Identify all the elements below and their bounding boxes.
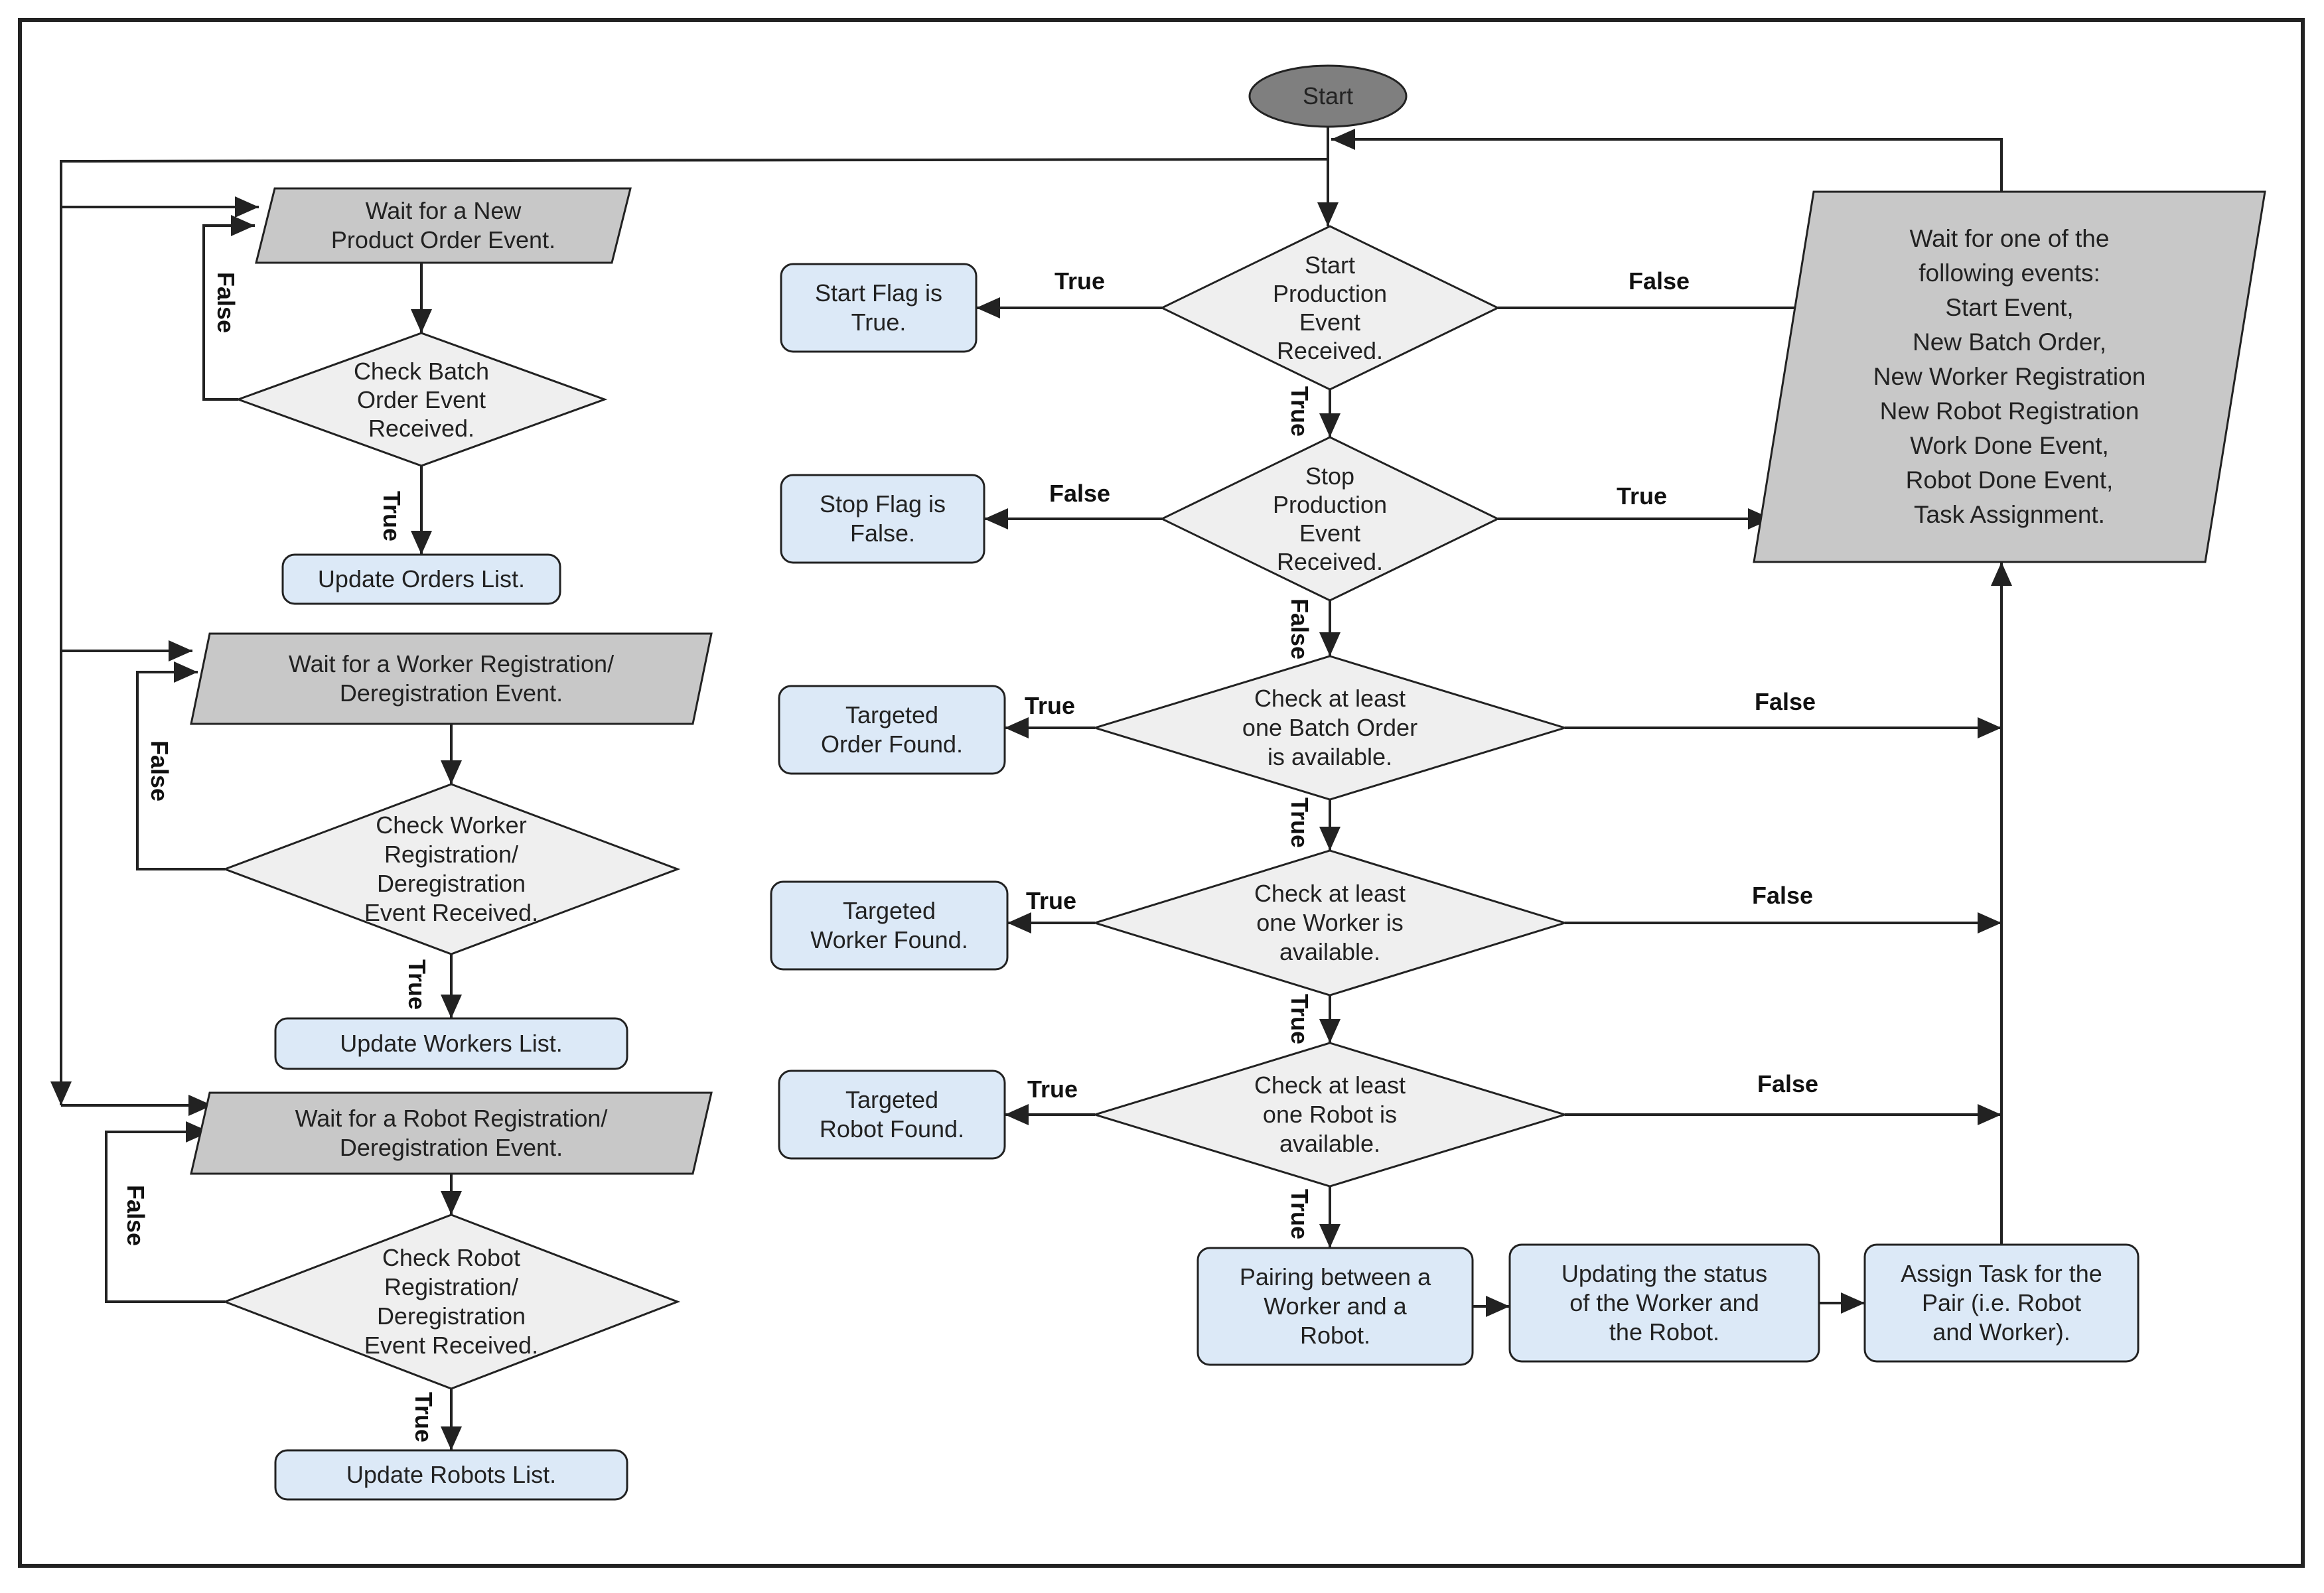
assign-task-shape (1863, 1243, 2140, 1363)
wait-product-order-shape (255, 187, 632, 264)
update-orders-shape (281, 553, 561, 605)
wait-robot-reg-shape (190, 1091, 713, 1175)
targeted-order-shape (778, 685, 1006, 775)
edge-label-true: True (1027, 1075, 1078, 1103)
check-batch-order-shape (235, 332, 608, 467)
edge-label-true: True (378, 490, 405, 542)
edge-label-true: True (410, 1391, 437, 1443)
connector-arrow (136, 661, 225, 870)
edge-label-false: False (146, 740, 173, 802)
edge-label-true: True (1024, 692, 1076, 719)
connector-arrow (202, 215, 255, 401)
start-flag-shape (780, 263, 978, 353)
edge-label-false: False (1628, 267, 1690, 295)
edge-label-true: True (1286, 993, 1313, 1045)
stop-flag-shape (780, 474, 985, 564)
stop-production-shape (1159, 436, 1500, 602)
check-batch-available-shape (1091, 655, 1569, 801)
update-robots-shape (274, 1449, 628, 1501)
check-worker-available-shape (1091, 849, 1569, 997)
wait-worker-reg-shape (190, 632, 713, 725)
edge-label-true: True (1286, 385, 1313, 437)
edge-label-false: False (122, 1184, 149, 1247)
edge-label-true: True (1616, 482, 1668, 510)
check-robot-available-shape (1091, 1042, 1569, 1188)
edge-label-false: False (1754, 688, 1816, 715)
edge-label-true: True (1054, 267, 1106, 295)
targeted-robot-shape (778, 1070, 1006, 1160)
frame-border (18, 18, 2305, 1568)
check-worker-reg-shape (222, 783, 681, 955)
connector-arrow (1331, 129, 2003, 192)
wait-events-shape (1753, 190, 2266, 563)
edge-label-true: True (1286, 1188, 1313, 1240)
edge-label-true: True (1025, 887, 1077, 914)
start-production-shape (1159, 225, 1500, 391)
check-robot-reg-shape (222, 1213, 681, 1390)
start-shape (1248, 64, 1408, 128)
edge-label-false: False (212, 271, 240, 334)
pairing-shape (1197, 1247, 1474, 1366)
connector-arrow (105, 1121, 225, 1303)
targeted-worker-shape (770, 880, 1009, 971)
edge-label-true: True (1286, 797, 1313, 849)
update-workers-shape (274, 1017, 628, 1070)
updating-status-shape (1508, 1243, 1820, 1363)
edge-label-false: False (1757, 1070, 1819, 1097)
connector-arrow (50, 158, 1329, 1105)
edge-label-false: False (1049, 480, 1111, 507)
edge-label-true: True (403, 959, 431, 1010)
edge-label-false: False (1286, 598, 1313, 660)
edge-label-false: False (1751, 882, 1814, 909)
